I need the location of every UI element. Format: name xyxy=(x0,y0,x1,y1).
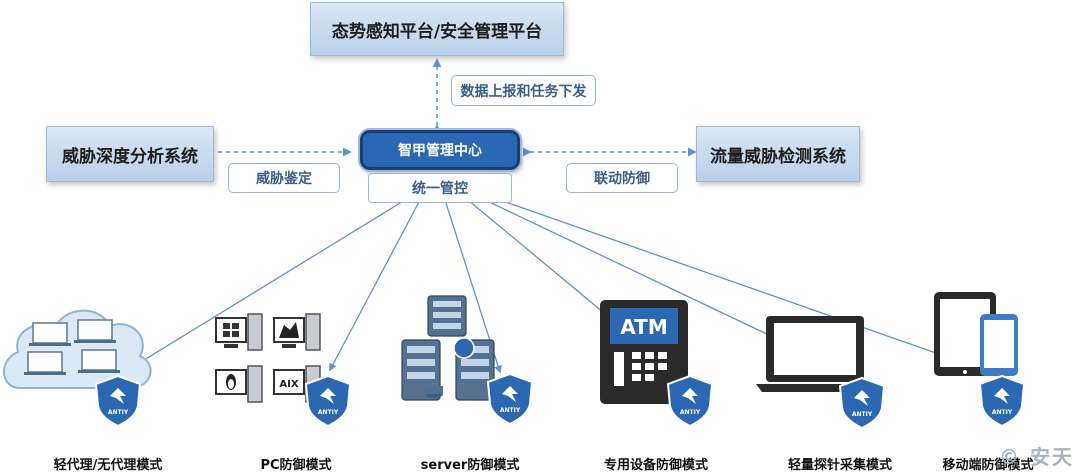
svg-text:ANTIY: ANTIY xyxy=(852,411,873,418)
shield-icon: ANTIY xyxy=(838,376,886,430)
report-tag: 数据上报和任务下发 xyxy=(451,75,596,106)
svg-text:ANTIY: ANTIY xyxy=(992,409,1013,416)
server-rack-icon xyxy=(401,295,495,401)
mode-caption: 专用设备防御模式 xyxy=(603,458,709,473)
mode-caption: server防御模式 xyxy=(420,458,520,473)
shield-icon: ANTIY xyxy=(978,374,1026,428)
atm-icon: ATM xyxy=(600,300,688,404)
svg-text:ANTIY: ANTIY xyxy=(680,409,701,416)
laptop-icon xyxy=(756,316,874,392)
pc-os-icon: AIX xyxy=(215,313,321,403)
shield-icon: ANTIY xyxy=(666,374,714,428)
top-platform-label: 态势感知平台/安全管理平台 xyxy=(331,21,543,42)
fan-line-2 xyxy=(329,199,421,372)
svg-text:ANTIY: ANTIY xyxy=(318,409,339,416)
right-system-box: 流量威胁检测系统 xyxy=(696,126,860,182)
antiy-shields: ANTIY ANTIY ANTIY ANTIY ANTIY ANTIY xyxy=(94,372,1026,430)
svg-text:AIX: AIX xyxy=(279,379,298,390)
hub-sub-tag: 统一管控 xyxy=(368,173,512,203)
right-system-label: 流量威胁检测系统 xyxy=(710,146,846,167)
mode-caption: 移动端防御模式 xyxy=(942,458,1034,473)
svg-text:ANTIY: ANTIY xyxy=(500,407,521,414)
fan-line-1 xyxy=(116,199,406,377)
svg-text:ATM: ATM xyxy=(620,315,667,339)
shield-icon: ANTIY xyxy=(304,374,352,428)
left-system-box: 威胁深度分析系统 xyxy=(46,126,214,182)
svg-text:ANTIY: ANTIY xyxy=(108,409,129,416)
hub-box: 智甲管理中心 xyxy=(360,130,520,170)
left-system-label: 威胁深度分析系统 xyxy=(62,146,198,167)
top-platform-box: 态势感知平台/安全管理平台 xyxy=(310,2,564,56)
mode-caption: PC防御模式 xyxy=(260,458,332,473)
hub-title: 智甲管理中心 xyxy=(398,143,482,159)
fan-line-6 xyxy=(499,199,992,374)
mode-caption: 轻代理/无代理模式 xyxy=(53,458,163,473)
right-tag: 联动防御 xyxy=(566,163,678,193)
shield-icon: ANTIY xyxy=(486,372,534,426)
shield-icon: ANTIY xyxy=(94,374,142,428)
cloud-computers-icon xyxy=(3,309,152,389)
mode-caption: 轻量探针采集模式 xyxy=(787,458,893,473)
left-tag: 威胁鉴定 xyxy=(228,163,340,193)
mobile-devices-icon xyxy=(934,292,1018,376)
watermark: © 安天 xyxy=(999,445,1074,469)
